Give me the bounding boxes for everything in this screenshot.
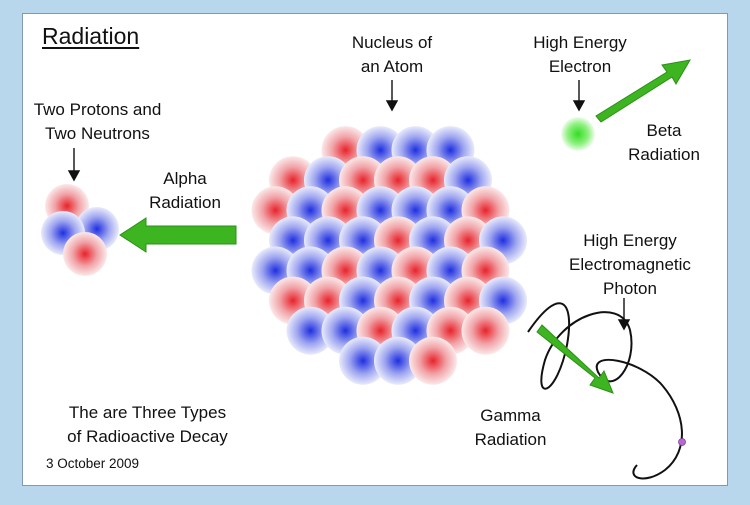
gamma-arrow (536, 324, 614, 394)
atom-nucleus (251, 126, 527, 385)
alpha-arrow (119, 217, 237, 253)
gamma-wave (527, 302, 683, 480)
beta-arrow (595, 59, 691, 123)
proton-sphere (409, 336, 457, 385)
page-title: Radiation (42, 23, 140, 49)
alpha-proton (63, 232, 107, 276)
proton-sphere (461, 306, 510, 355)
pointer-arrows (67, 80, 631, 331)
gamma-wave-end-dot (678, 438, 686, 446)
label-date: 3 October 2009 (46, 456, 140, 471)
alpha-particle (41, 184, 119, 276)
beta-electron (561, 117, 595, 151)
neutron-sphere (286, 306, 335, 355)
neutron-sphere (339, 336, 387, 385)
neutron-sphere (374, 336, 422, 385)
